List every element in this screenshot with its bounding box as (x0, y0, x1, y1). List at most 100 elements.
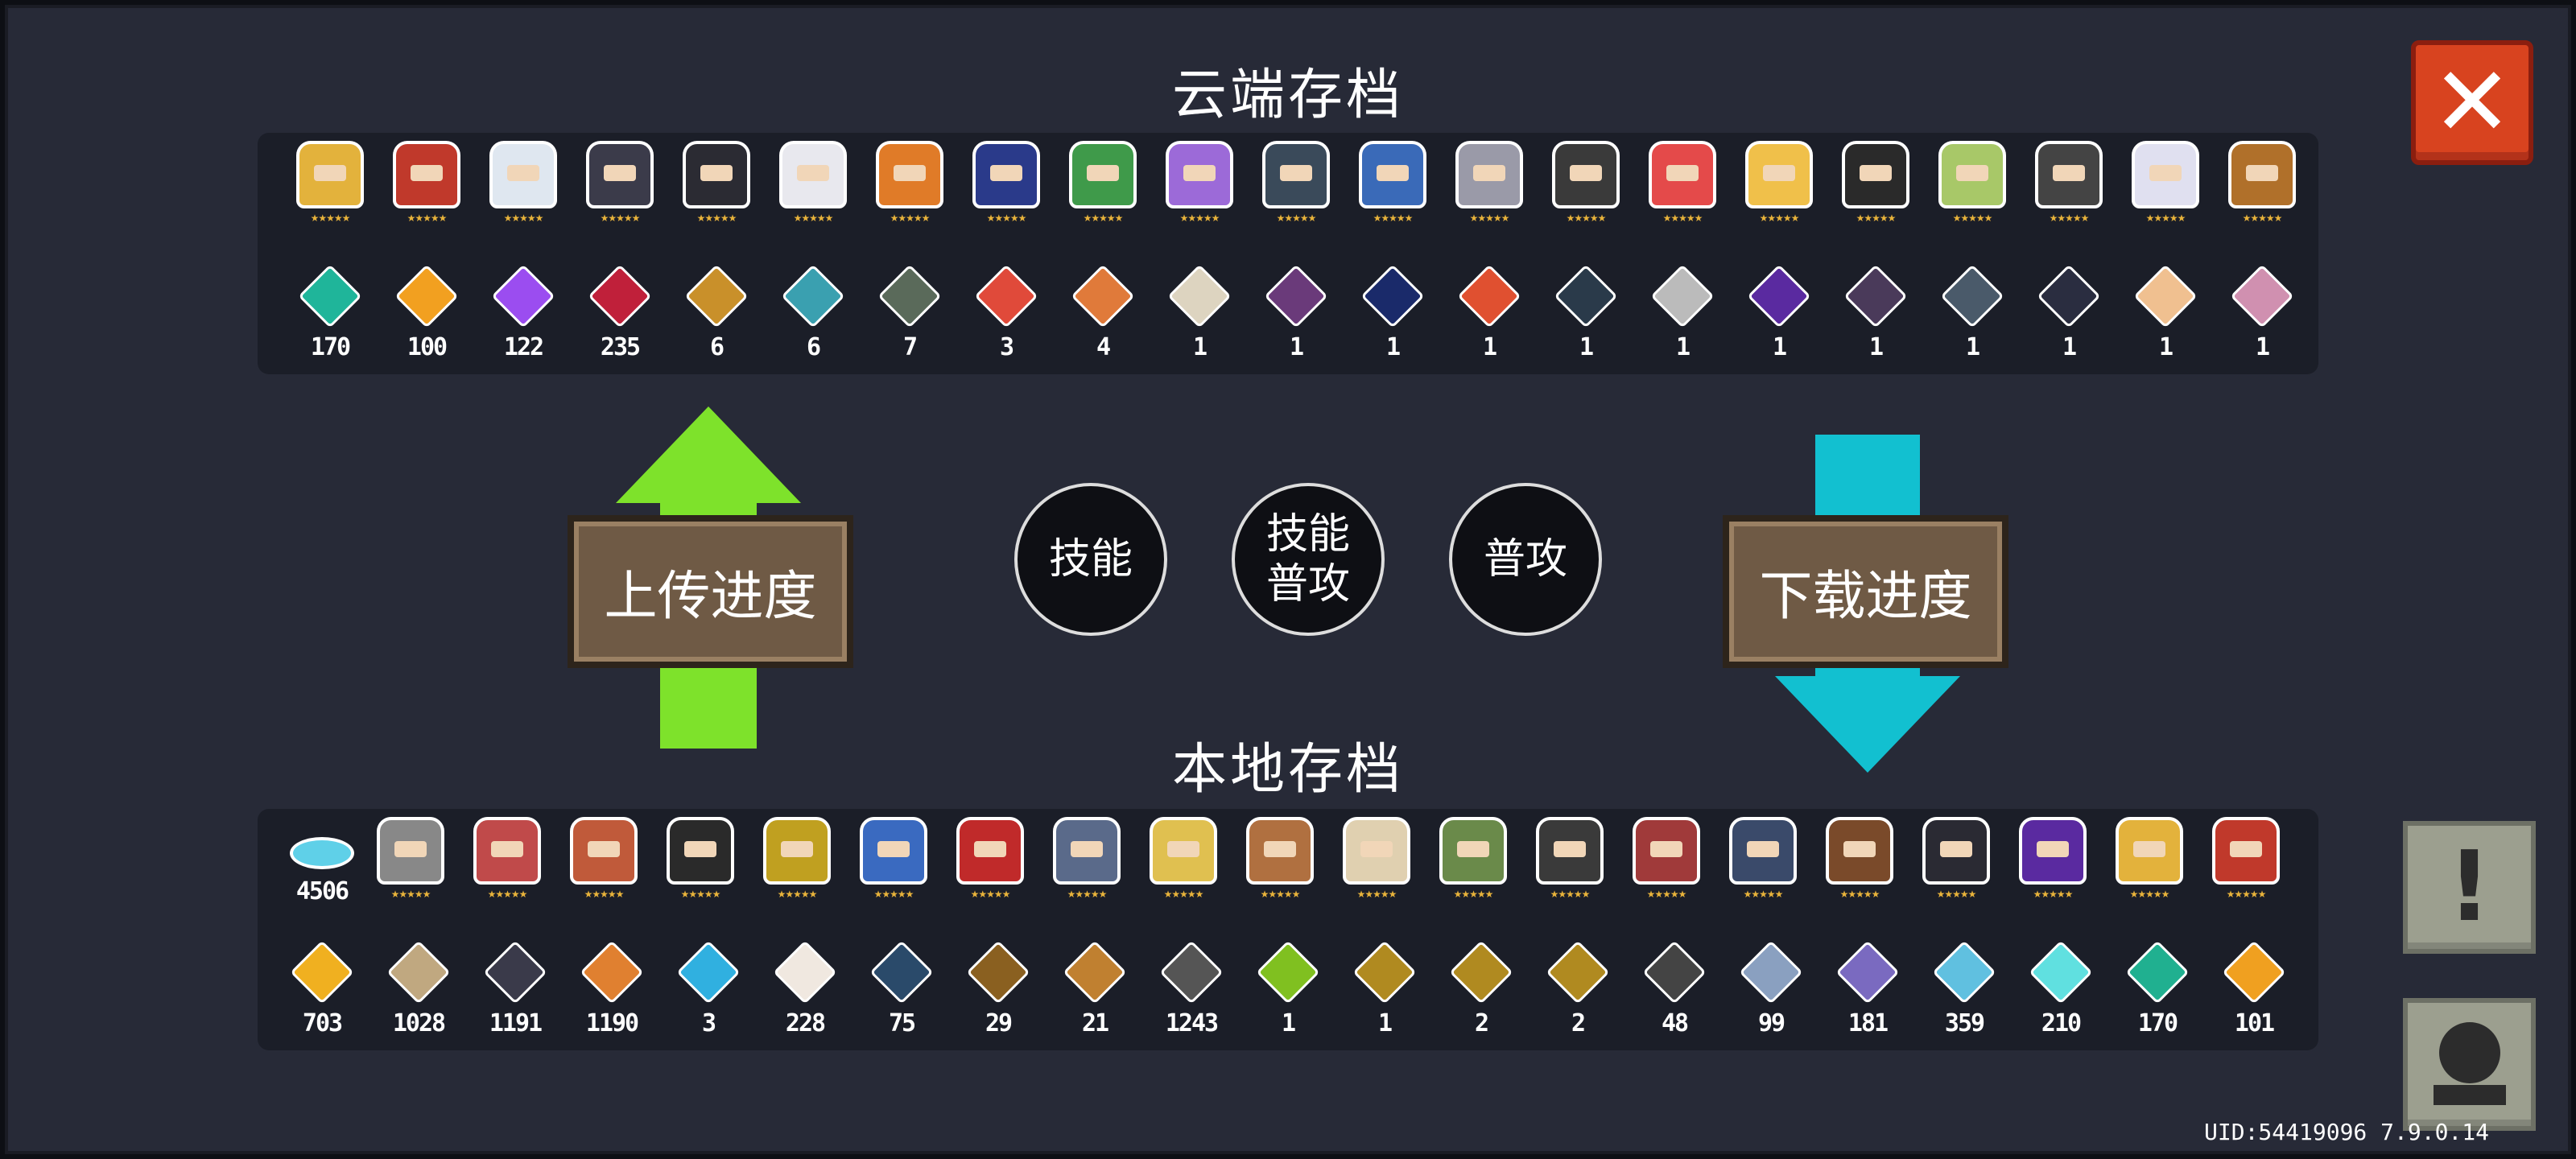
item-slot[interactable]: 181 (1819, 940, 1916, 1037)
close-button[interactable]: ✕ (2411, 40, 2533, 165)
item-slot[interactable]: 1 (2021, 264, 2117, 361)
item-slot[interactable]: 228 (757, 940, 853, 1037)
character-slot[interactable]: ★★★★★ (1634, 141, 1731, 223)
item-slot[interactable]: 703 (274, 940, 370, 1037)
item-slot[interactable]: 235 (572, 264, 668, 361)
local-save-panel[interactable]: 4506 ★★★★★★★★★★★★★★★★★★★★★★★★★★★★★★★★★★★… (258, 809, 2318, 1050)
alert-button[interactable]: ! (2403, 821, 2536, 954)
item-slot[interactable]: 1191 (467, 940, 564, 1037)
star-rating: ★★★★★ (1839, 889, 1880, 900)
item-slot[interactable]: 1 (1151, 264, 1248, 361)
skill-overlay-button[interactable]: 技能 (1014, 483, 1167, 636)
cloud-save-panel[interactable]: ★★★★★★★★★★★★★★★★★★★★★★★★★★★★★★★★★★★★★★★★… (258, 133, 2318, 374)
item-slot[interactable]: 2 (1433, 940, 1530, 1037)
item-count: 703 (302, 1009, 343, 1037)
character-slot[interactable]: ★★★★★ (1441, 141, 1538, 223)
character-slot[interactable]: ★★★★★ (1618, 817, 1715, 899)
item-slot[interactable]: 75 (853, 940, 950, 1037)
character-slot[interactable]: ★★★★★ (475, 141, 572, 223)
item-slot[interactable]: 99 (1723, 940, 1819, 1037)
character-slot[interactable]: ★★★★★ (765, 141, 861, 223)
item-slot[interactable]: 2 (1530, 940, 1626, 1037)
character-slot[interactable]: ★★★★★ (2214, 141, 2310, 223)
attack-overlay-button[interactable]: 普攻 (1449, 483, 1602, 636)
material-item-icon (1264, 264, 1328, 328)
item-slot[interactable]: 1190 (564, 940, 660, 1037)
item-slot[interactable]: 1 (2214, 264, 2310, 361)
character-slot[interactable]: ★★★★★ (1827, 141, 1924, 223)
item-slot[interactable]: 3 (660, 940, 757, 1037)
item-slot[interactable]: 1 (1731, 264, 1827, 361)
character-slot[interactable]: ★★★★★ (1055, 141, 1151, 223)
item-slot[interactable]: 1 (2117, 264, 2214, 361)
item-slot[interactable]: 1 (1634, 264, 1731, 361)
item-slot[interactable]: 21 (1046, 940, 1143, 1037)
skill-attack-overlay-button[interactable]: 技能普攻 (1232, 483, 1385, 636)
character-slot[interactable]: ★★★★★ (459, 817, 555, 899)
item-slot[interactable]: 48 (1626, 940, 1723, 1037)
item-slot[interactable]: 122 (475, 264, 572, 361)
character-slot[interactable]: ★★★★★ (1248, 141, 1344, 223)
item-slot[interactable]: 1 (1248, 264, 1344, 361)
item-slot[interactable]: 29 (950, 940, 1046, 1037)
item-slot[interactable]: 7 (861, 264, 958, 361)
character-slot[interactable]: ★★★★★ (572, 141, 668, 223)
character-slot[interactable]: ★★★★★ (1908, 817, 2004, 899)
item-slot[interactable]: 100 (378, 264, 475, 361)
item-slot[interactable]: 1 (1344, 264, 1441, 361)
item-slot[interactable]: 1243 (1143, 940, 1240, 1037)
character-slot[interactable]: ★★★★★ (282, 141, 378, 223)
character-slot[interactable]: ★★★★★ (1038, 817, 1135, 899)
character-slot[interactable]: ★★★★★ (2117, 141, 2214, 223)
item-slot[interactable]: 1 (1240, 940, 1336, 1037)
character-slot[interactable]: ★★★★★ (958, 141, 1055, 223)
item-slot[interactable]: 1028 (370, 940, 467, 1037)
item-slot[interactable]: 1 (1441, 264, 1538, 361)
star-rating: ★★★★★ (2145, 212, 2186, 224)
item-slot[interactable]: 101 (2206, 940, 2302, 1037)
character-slot[interactable]: ★★★★★ (861, 141, 958, 223)
character-slot[interactable]: ★★★★★ (378, 141, 475, 223)
character-slot[interactable]: ★★★★★ (749, 817, 845, 899)
item-count: 3 (999, 333, 1014, 361)
character-slot[interactable]: ★★★★★ (2101, 817, 2198, 899)
item-slot[interactable]: 359 (1916, 940, 2013, 1037)
character-slot[interactable]: ★★★★★ (1715, 817, 1811, 899)
character-slot[interactable]: ★★★★★ (652, 817, 749, 899)
item-slot[interactable]: 170 (2109, 940, 2206, 1037)
item-slot[interactable]: 1 (1924, 264, 2021, 361)
item-slot[interactable]: 3 (958, 264, 1055, 361)
character-slot[interactable]: ★★★★★ (1521, 817, 1618, 899)
character-slot[interactable]: ★★★★★ (1425, 817, 1521, 899)
character-slot[interactable]: ★★★★★ (1924, 141, 2021, 223)
item-slot[interactable]: 170 (282, 264, 378, 361)
download-progress-button[interactable]: 下载进度 (1723, 515, 2008, 668)
item-slot[interactable]: 6 (668, 264, 765, 361)
item-slot[interactable]: 1 (1827, 264, 1924, 361)
item-slot[interactable]: 210 (2013, 940, 2109, 1037)
item-slot[interactable]: 1 (1538, 264, 1634, 361)
character-slot[interactable]: ★★★★★ (1232, 817, 1328, 899)
material-item-icon (298, 264, 362, 328)
account-button[interactable] (2403, 998, 2536, 1131)
character-slot[interactable]: ★★★★★ (942, 817, 1038, 899)
character-slot[interactable]: ★★★★★ (668, 141, 765, 223)
character-slot[interactable]: ★★★★★ (1328, 817, 1425, 899)
character-slot[interactable]: ★★★★★ (2021, 141, 2117, 223)
character-slot[interactable]: ★★★★★ (1135, 817, 1232, 899)
character-slot[interactable]: ★★★★★ (1344, 141, 1441, 223)
item-slot[interactable]: 1 (1336, 940, 1433, 1037)
character-slot[interactable]: ★★★★★ (1731, 141, 1827, 223)
character-slot[interactable]: ★★★★★ (1538, 141, 1634, 223)
character-slot[interactable]: ★★★★★ (2004, 817, 2101, 899)
character-slot[interactable]: ★★★★★ (555, 817, 652, 899)
item-slot[interactable]: 4 (1055, 264, 1151, 361)
character-slot[interactable]: ★★★★★ (362, 817, 459, 899)
character-sprite-icon (1536, 817, 1604, 885)
item-slot[interactable]: 6 (765, 264, 861, 361)
character-slot[interactable]: ★★★★★ (1151, 141, 1248, 223)
character-slot[interactable]: ★★★★★ (1811, 817, 1908, 899)
character-slot[interactable]: ★★★★★ (845, 817, 942, 899)
upload-progress-button[interactable]: 上传进度 (568, 515, 853, 668)
character-slot[interactable]: ★★★★★ (2198, 817, 2294, 899)
